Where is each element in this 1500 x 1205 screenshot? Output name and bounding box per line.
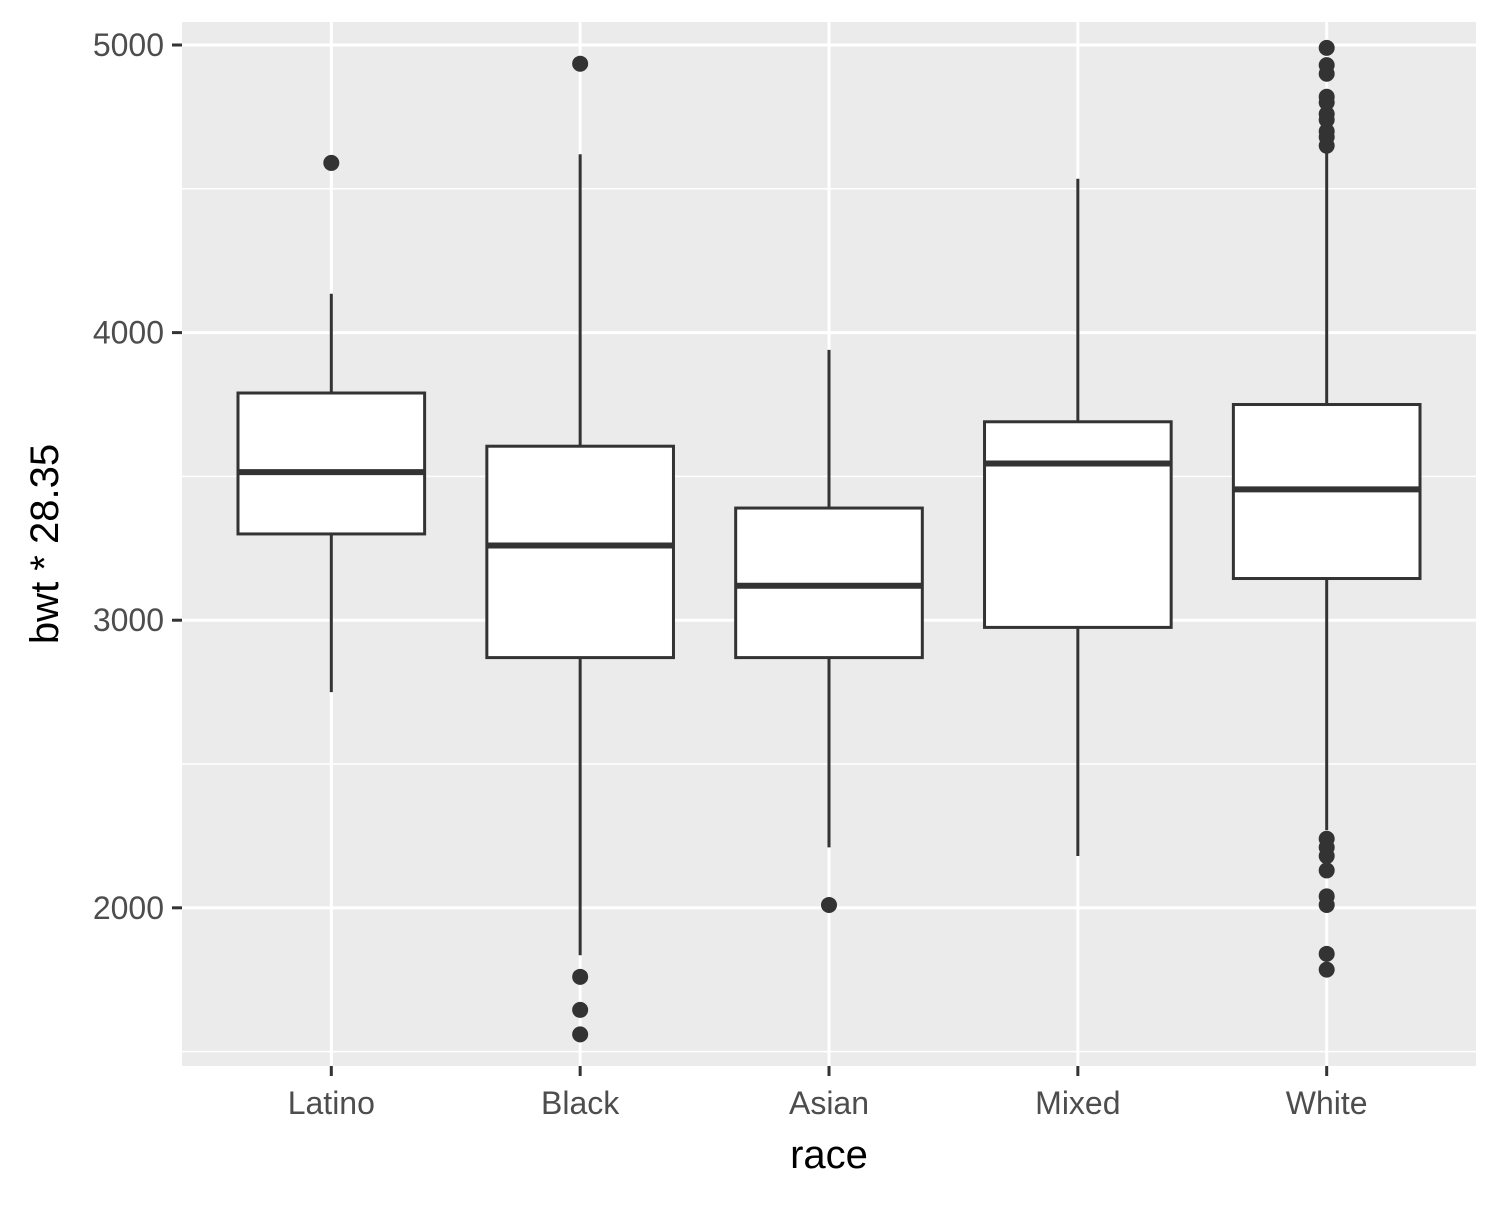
box-latino	[236, 154, 427, 693]
outlier-point	[1318, 88, 1335, 105]
box-black	[485, 55, 675, 1043]
outlier-point	[572, 1001, 589, 1018]
outlier-point	[1318, 830, 1335, 847]
outlier-point	[1318, 888, 1335, 905]
outlier-point	[323, 154, 340, 171]
outlier-point	[1318, 945, 1335, 962]
outlier-point	[572, 1026, 589, 1043]
y-axis: 2000 3000 4000 5000	[93, 27, 182, 926]
box-white	[1231, 39, 1422, 978]
box-asian	[734, 349, 924, 913]
outlier-point	[1318, 106, 1335, 123]
x-axis: Latino Black Asian Mixed White	[288, 1066, 1368, 1121]
y-tick-label: 5000	[93, 27, 164, 63]
box-iqr	[983, 420, 1173, 629]
x-tick-label: Latino	[288, 1085, 375, 1121]
outlier-point	[572, 968, 589, 985]
boxes	[236, 39, 1422, 1043]
box-mixed	[983, 178, 1173, 857]
outlier-point	[1318, 862, 1335, 879]
y-axis-title: bwt * 28.35	[23, 444, 67, 644]
box-iqr	[485, 444, 675, 660]
y-tick-label: 2000	[93, 890, 164, 926]
x-tick-label: White	[1286, 1085, 1368, 1121]
y-tick-label: 4000	[93, 315, 164, 351]
outlier-point	[821, 896, 837, 913]
x-axis-title: race	[790, 1133, 868, 1177]
box-iqr	[236, 391, 427, 536]
y-tick-label: 3000	[93, 602, 164, 638]
x-tick-label: Black	[541, 1085, 620, 1121]
outlier-point	[1318, 39, 1335, 56]
outlier-point	[1318, 57, 1335, 74]
outlier-point	[1318, 961, 1335, 978]
outlier-point	[572, 55, 589, 72]
outlier-point	[1318, 123, 1335, 140]
x-tick-label: Mixed	[1035, 1085, 1120, 1121]
x-tick-label: Asian	[789, 1085, 869, 1121]
